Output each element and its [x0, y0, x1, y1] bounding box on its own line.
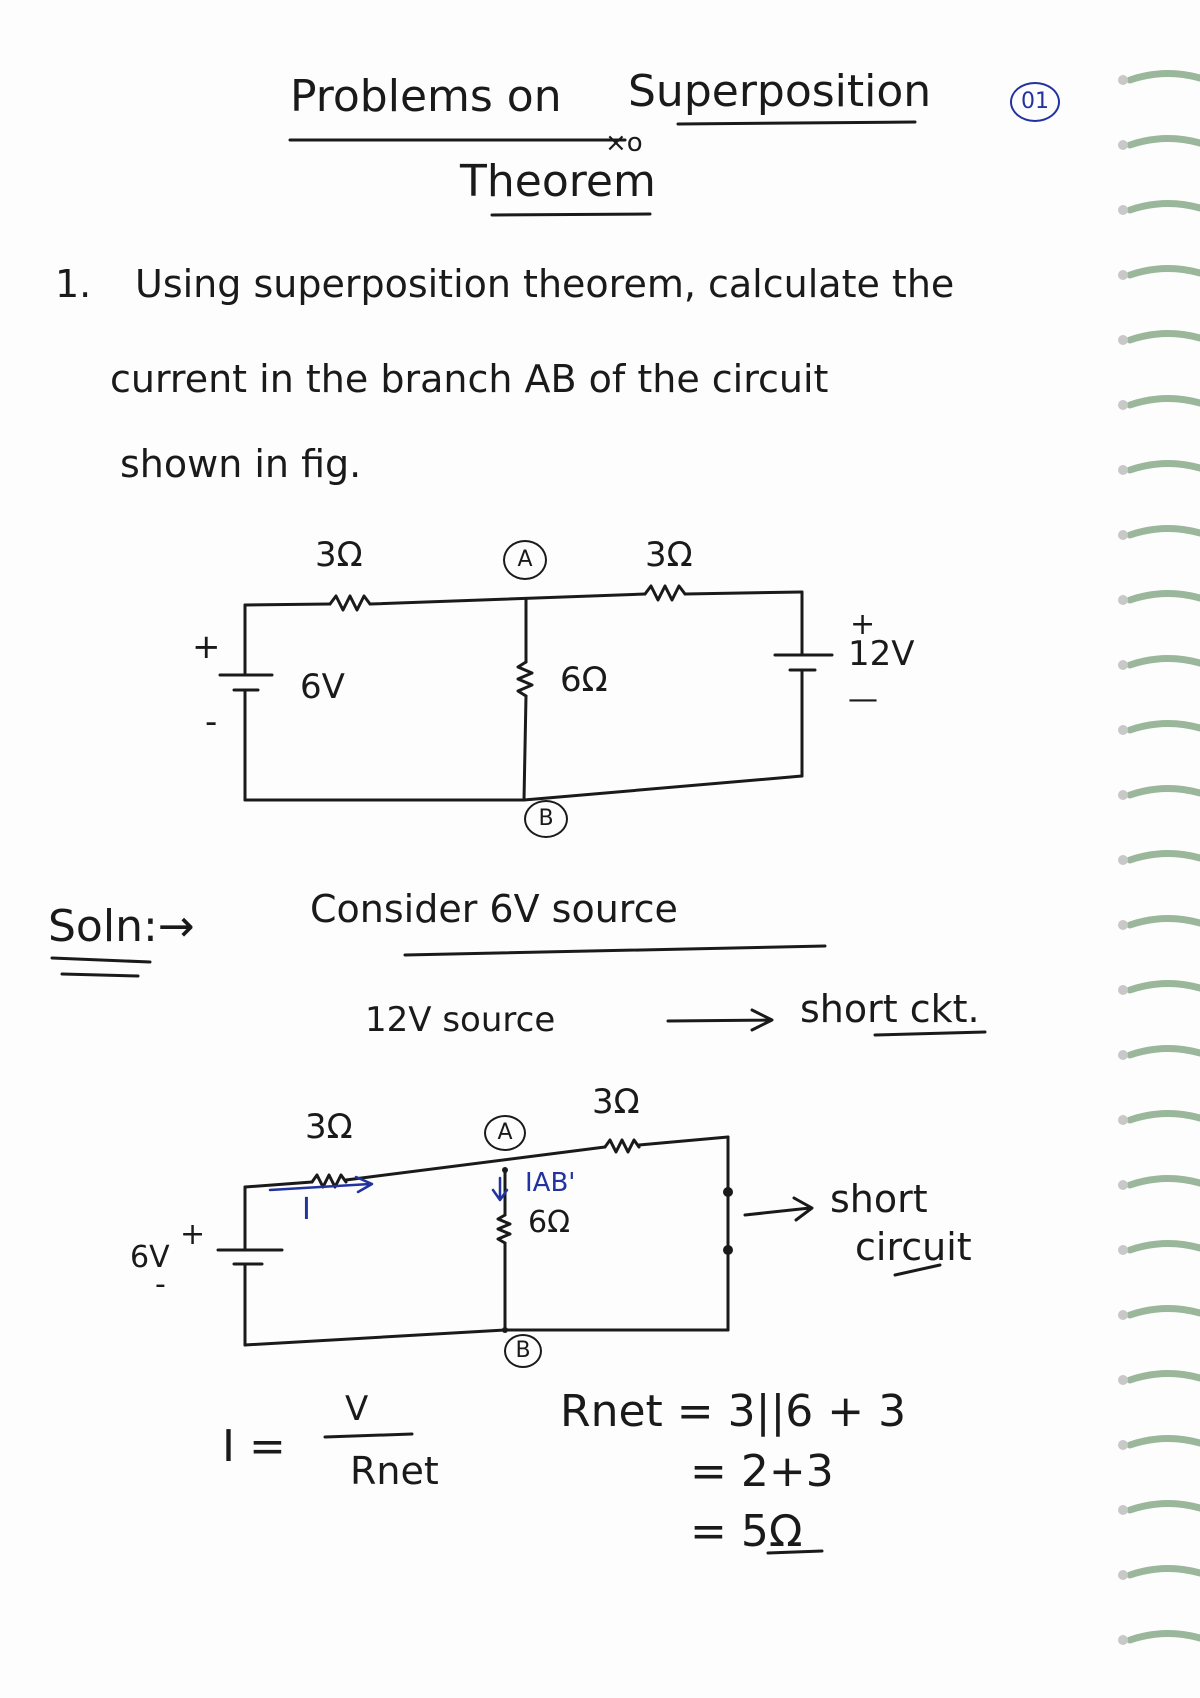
c1-node-a: A	[503, 540, 547, 580]
formula-numerator: V	[345, 1389, 369, 1429]
c1-node-b: B	[524, 800, 568, 838]
c1-src-left-label: 6V	[300, 667, 345, 707]
rnet-line-1: Rnet = 3||6 + 3	[560, 1386, 907, 1437]
c1-src-left-minus: -	[205, 702, 218, 742]
title-line2: Theorem	[460, 156, 656, 207]
c1-resistor-left	[328, 594, 372, 612]
c2-r-right-label: 3Ω	[592, 1082, 640, 1122]
title-underline-right	[676, 120, 917, 126]
c2-resistor-left	[310, 1173, 348, 1189]
c2-node-dot-b	[502, 1327, 508, 1333]
question-line-1: Using superposition theorem, calculate t…	[135, 262, 955, 306]
c1-r-mid-label: 6Ω	[560, 660, 608, 700]
c1-top-wire-mid	[368, 592, 647, 606]
c2-current-i-arrow	[268, 1175, 374, 1194]
c2-resistor-right	[603, 1138, 641, 1154]
title-line1-left: Problems on	[290, 71, 562, 122]
c1-src-right-label: 12V	[848, 634, 915, 674]
question-line-2: current in the branch AB of the circuit	[110, 357, 829, 401]
soln-underline-2	[60, 972, 140, 978]
title-underline-theorem	[490, 212, 652, 217]
question-line-3: shown in fig.	[120, 442, 362, 486]
formula-denominator: Rnet	[350, 1449, 439, 1493]
c1-src-left-plus: +	[192, 627, 221, 667]
c2-top-wire-mid	[344, 1145, 607, 1182]
c2-top-wire-left	[243, 1180, 314, 1189]
formula-fraction-bar	[323, 1432, 414, 1439]
c2-r-mid-label: 6Ω	[528, 1205, 571, 1240]
formula-lhs: I =	[222, 1421, 286, 1472]
c2-node-b: B	[504, 1334, 542, 1368]
c1-src-right-minus: —	[848, 682, 878, 717]
spiral-binding	[1118, 69, 1200, 1645]
c2-src-plus: +	[180, 1217, 206, 1252]
c2-src-label: 6V	[130, 1240, 170, 1275]
c2-src-minus: -	[155, 1267, 166, 1302]
c1-resistor-mid	[516, 660, 534, 698]
c2-r-left-label: 3Ω	[305, 1107, 353, 1147]
rnet-result-underline	[766, 1549, 824, 1555]
solution-source12: 12V source	[365, 1000, 556, 1040]
solution-short-ckt: short ckt.	[800, 987, 980, 1031]
c2-current-iab-label: IAB'	[525, 1168, 576, 1198]
rnet-line-2: = 2+3	[690, 1446, 834, 1497]
c1-src-right-plus: +	[850, 607, 876, 642]
c2-short-underline	[893, 1263, 942, 1277]
c2-bottom-wire	[243, 1328, 730, 1347]
solution-label: Soln:→	[48, 901, 195, 952]
short-ckt-underline	[873, 1030, 987, 1037]
c2-short-label-1: short	[830, 1177, 928, 1221]
c1-top-wire-left	[243, 602, 332, 607]
c2-short-dot-top	[723, 1187, 733, 1197]
c2-short-label-2: circuit	[855, 1225, 972, 1269]
c1-r-right-label: 3Ω	[645, 535, 693, 575]
title-line1-right: Superposition	[628, 66, 932, 117]
consider-underline	[403, 944, 827, 957]
title-mark: ×o	[605, 128, 643, 158]
c2-short-dot-bottom	[723, 1245, 733, 1255]
short-ckt-arrow	[666, 1008, 774, 1032]
solution-consider: Consider 6V source	[310, 887, 678, 931]
c2-node-a: A	[484, 1115, 526, 1151]
c1-r-left-label: 3Ω	[315, 535, 363, 575]
c1-resistor-right	[643, 584, 687, 602]
question-number: 1.	[55, 262, 92, 306]
page-number: 01	[1010, 82, 1060, 122]
c2-node-dot-a	[502, 1167, 508, 1173]
soln-underline-1	[50, 956, 152, 964]
c1-mid-wire-bottom	[522, 694, 528, 802]
c1-top-wire-right	[683, 590, 804, 596]
c2-short-arrow	[743, 1196, 814, 1222]
rnet-line-3: = 5Ω	[690, 1506, 803, 1557]
c2-top-wire-right	[637, 1135, 730, 1147]
c2-resistor-mid	[496, 1213, 512, 1245]
c2-current-iab-arrow	[491, 1176, 509, 1202]
c2-current-i-label: I	[302, 1192, 311, 1227]
